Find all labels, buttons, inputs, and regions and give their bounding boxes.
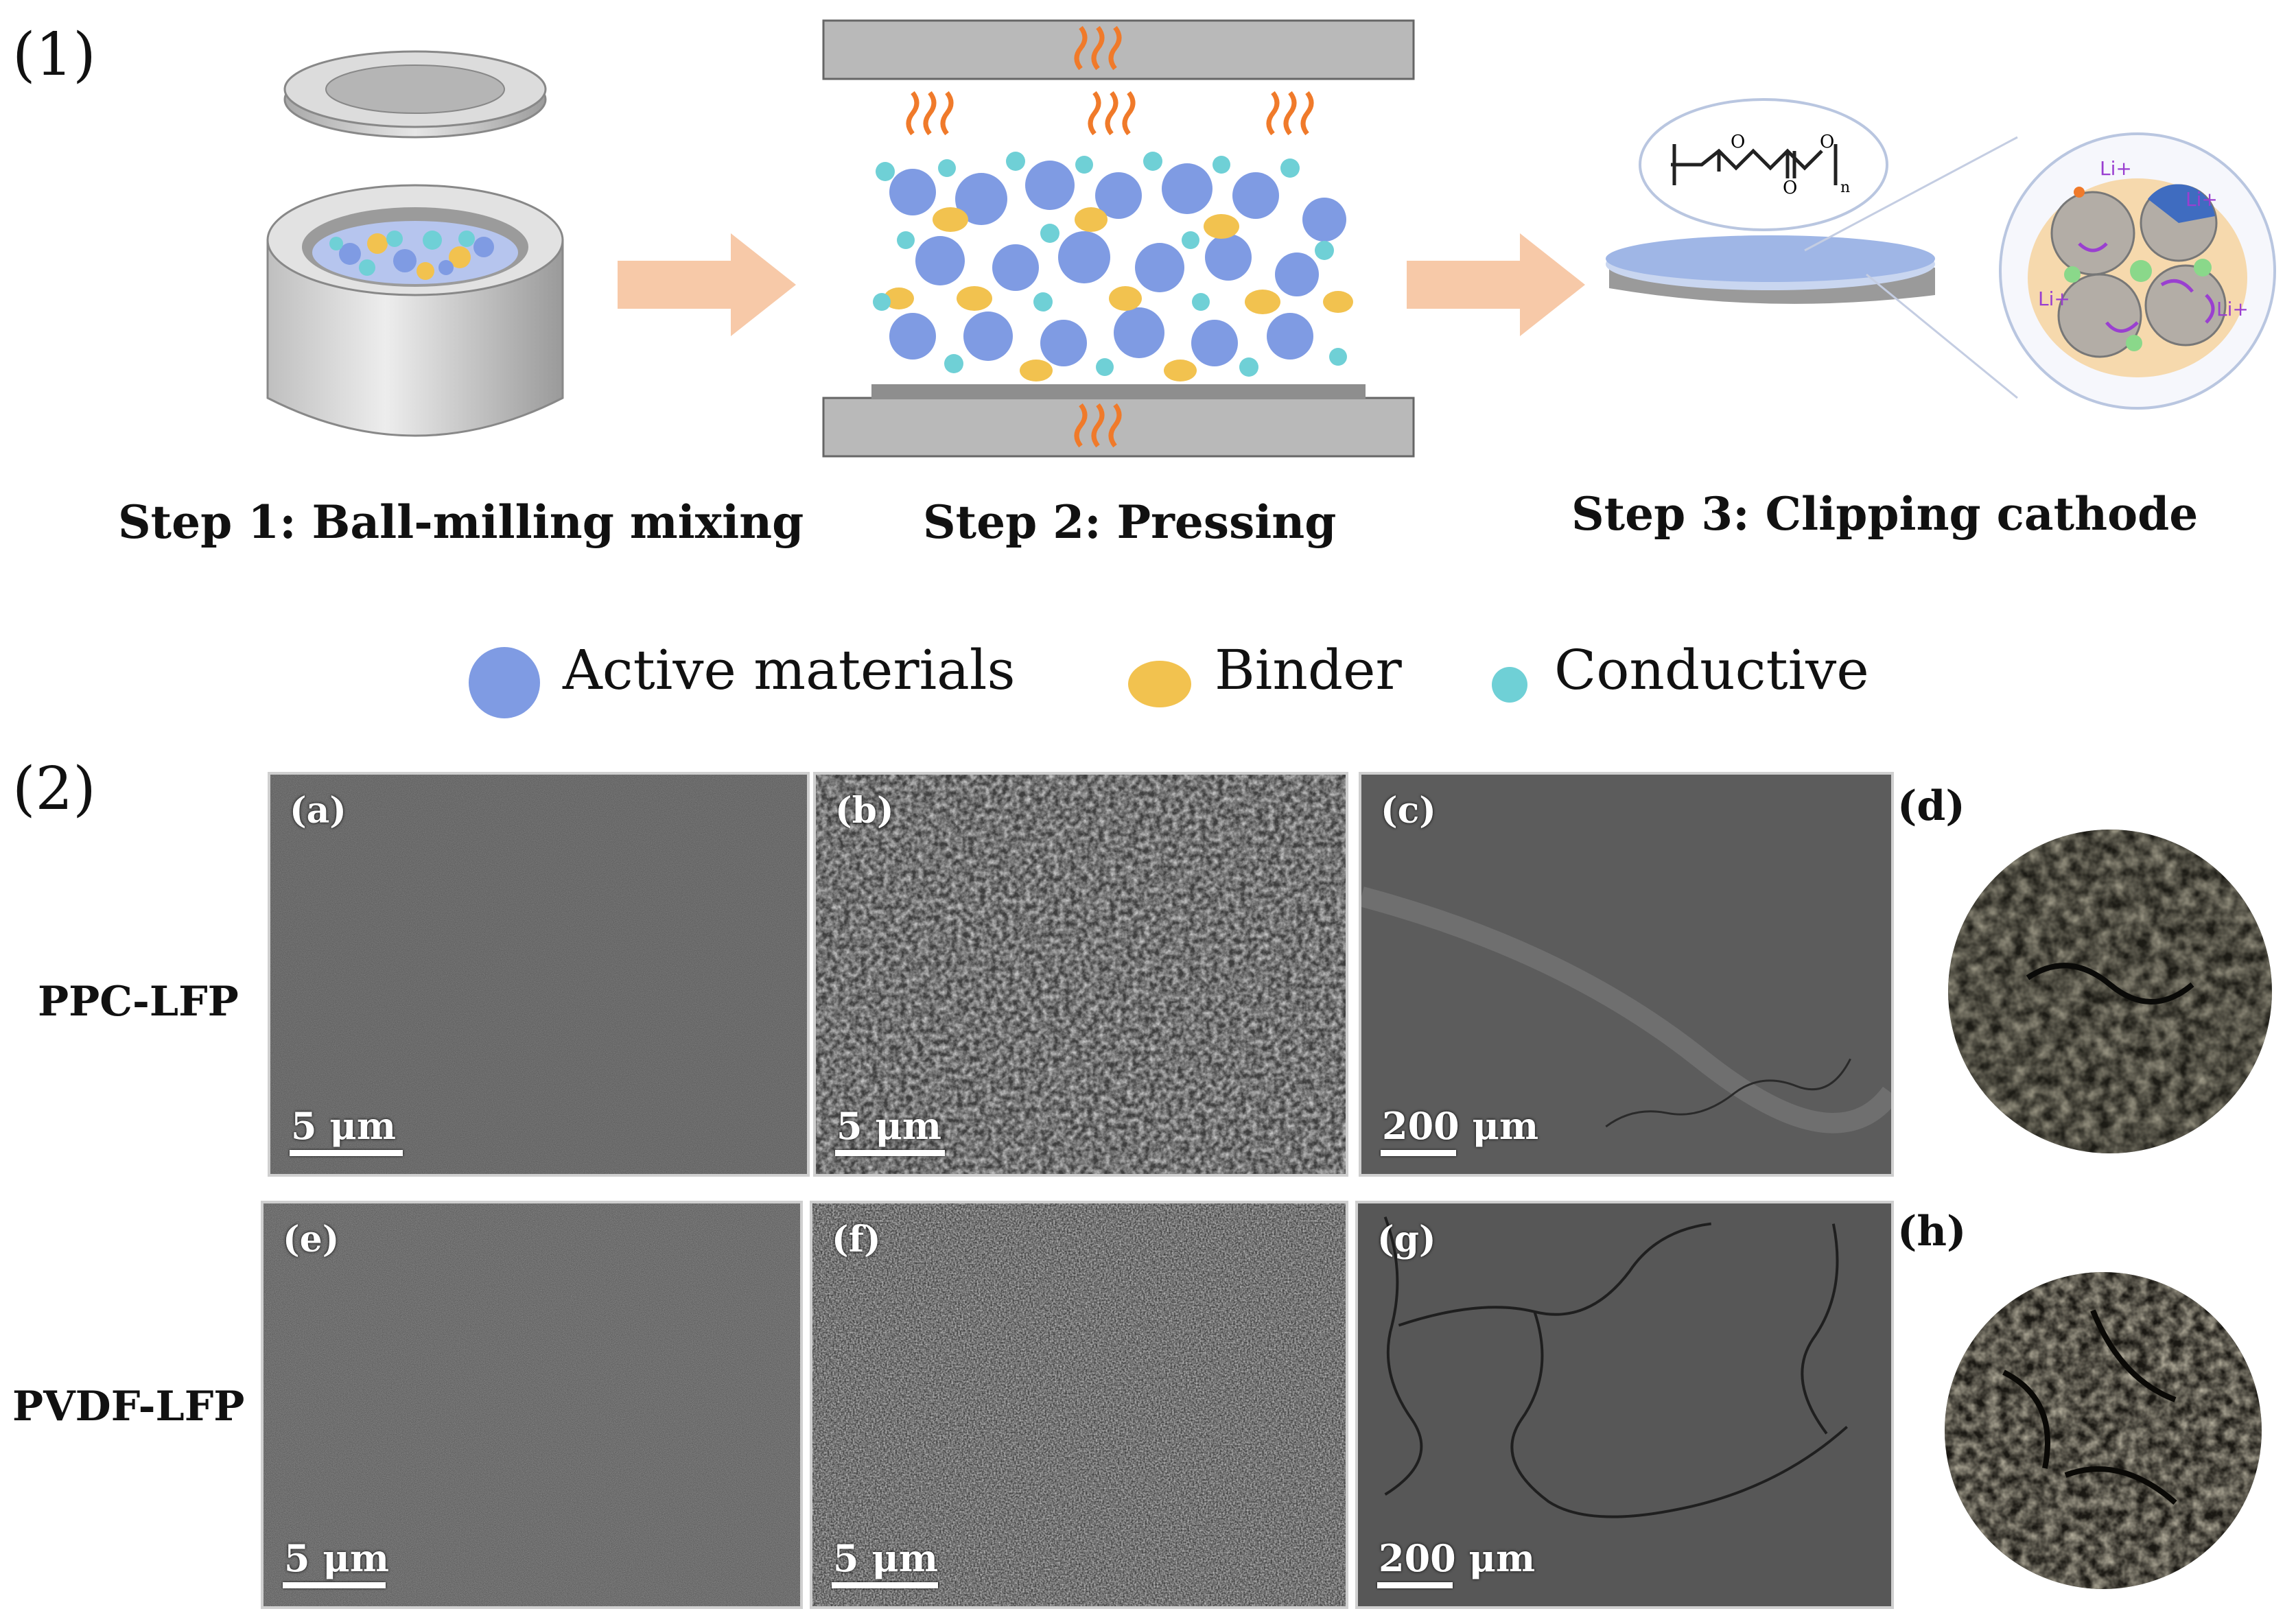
panel-letter: (g) (1377, 1219, 1436, 1260)
legend: Active materials Binder Conductive (467, 638, 1908, 720)
panel-letter: (b) (835, 790, 894, 832)
sem-image-c: (c) 200 μm (1359, 772, 1894, 1177)
legend-label-binder: Binder (1215, 638, 1402, 702)
legend-label-active-materials: Active materials (563, 638, 1016, 702)
ppc-structure (1671, 144, 1838, 185)
scale-bar-label: 5 μm (291, 1104, 397, 1148)
lithium-ion-label: Li+ (2186, 188, 2218, 211)
polymer-structure-bubble (1639, 98, 1888, 231)
sem-image-f: (f) 5 μm (810, 1201, 1348, 1609)
polymer-atom-label: O (1783, 178, 1797, 198)
part-2-label: (2) (12, 755, 96, 823)
electrode-photo-h (1945, 1272, 2262, 1589)
process-arrow-2 (1407, 233, 1585, 336)
photo-letter-h: (h) (1897, 1208, 1967, 1256)
row-label-pvdf-lfp: PVDF-LFP (12, 1383, 245, 1431)
scale-bar-label: 5 μm (836, 1104, 942, 1148)
sem-image-g: (g) 200 μm (1355, 1201, 1894, 1609)
hot-press-illustration (822, 19, 1415, 458)
heat-wave-icons (906, 25, 1314, 448)
panel-letter: (a) (290, 790, 347, 832)
pressed-particles (873, 152, 1353, 381)
panel-letter: (e) (283, 1219, 340, 1260)
scale-bar-label: 5 μm (284, 1536, 390, 1580)
lithium-ion-label: Li+ (2038, 287, 2070, 310)
step-3-label: Step 3: Clipping cathode (1571, 487, 2199, 541)
photo-letter-d: (d) (1897, 782, 1965, 830)
scale-bar (290, 1150, 403, 1156)
legend-marker-active-materials (469, 647, 540, 718)
lithium-ion-label: Li+ (2100, 157, 2132, 180)
ball-mill-jar-illustration (266, 50, 564, 437)
scale-bar-label: 200 μm (1382, 1104, 1539, 1148)
step-1-label: Step 1: Ball-milling mixing (118, 495, 804, 549)
legend-label-conductive: Conductive (1554, 638, 1869, 702)
lithium-ion-label: Li+ (2216, 298, 2249, 320)
process-arrow-1 (618, 233, 796, 336)
sem-image-a: (a) 5 μm (268, 772, 810, 1177)
panel-letter: (f) (832, 1219, 881, 1260)
electrode-photo-d (1948, 830, 2272, 1153)
jar-body (266, 239, 564, 437)
scale-bar (835, 1150, 945, 1156)
legend-marker-conductive (1492, 667, 1527, 703)
part-1-label: (1) (12, 21, 96, 89)
scale-bar (283, 1582, 386, 1588)
sem-image-e: (e) 5 μm (261, 1201, 803, 1609)
cathode-illustration: O O O n Li+ Li+ Li+ Li+ (1606, 98, 2276, 410)
scale-bar-label: 200 μm (1379, 1536, 1536, 1580)
step-2-label: Step 2: Pressing (923, 495, 1337, 549)
jar-powder (312, 221, 518, 284)
scale-bar (1377, 1582, 1453, 1588)
scale-bar (832, 1582, 938, 1588)
panel-letter: (c) (1381, 790, 1436, 832)
sem-image-b: (b) 5 μm (813, 772, 1348, 1177)
cathode-disc (1606, 235, 1935, 304)
polymer-subscript-n: n (1840, 179, 1850, 196)
scale-bar (1381, 1150, 1456, 1156)
polymer-atom-label: O (1820, 132, 1834, 152)
polymer-atom-label: O (1731, 132, 1745, 152)
scale-bar-label: 5 μm (833, 1536, 939, 1580)
legend-marker-binder (1128, 661, 1191, 707)
row-label-ppc-lfp: PPC-LFP (38, 978, 239, 1026)
